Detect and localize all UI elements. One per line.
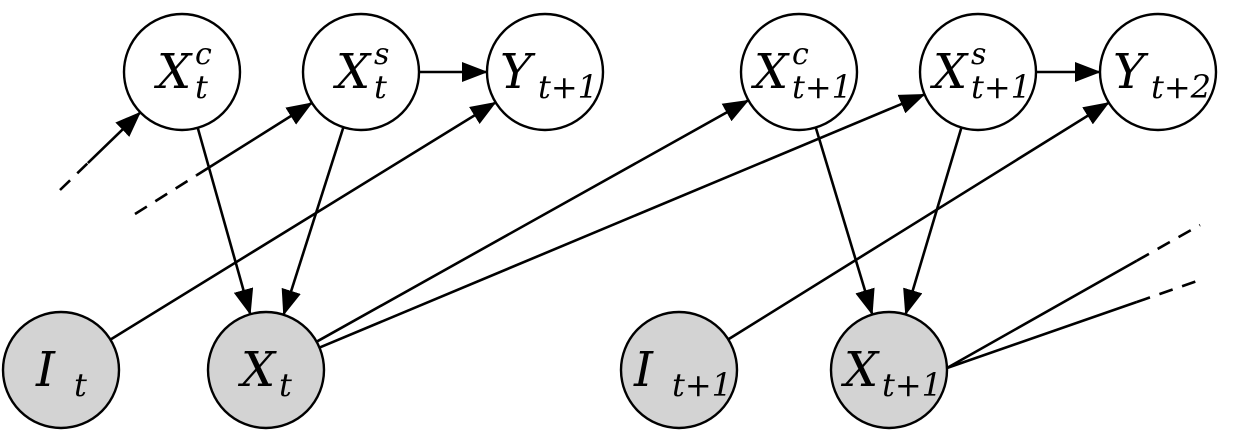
edge-x_t-to-xc_t1 (315, 99, 750, 343)
edge-xs_t1-to-x_t1 (903, 127, 963, 316)
node-circle (1, 310, 121, 430)
node-label-subscript: t+1 (792, 68, 852, 106)
outgoing-stub-x_t1-1 (946, 259, 1138, 370)
node-circle (485, 12, 605, 132)
node-circle (206, 310, 326, 430)
node-label-base: Y (1113, 44, 1149, 100)
edge-i_t1-to-y_t2 (727, 102, 1110, 341)
node-label-base: X (153, 44, 193, 100)
outgoing-stub-dashed-x_t1-1 (1136, 223, 1201, 262)
node-circle (829, 310, 949, 430)
edge-i_t-to-y_t1 (109, 101, 497, 341)
node-circle (301, 12, 421, 132)
node-label-superscript: s (374, 37, 389, 72)
node-circle (739, 12, 859, 132)
edge-x_t-to-xs_t1 (319, 93, 926, 349)
node-label-subscript: t+1 (672, 366, 732, 404)
incoming-stub-dashed-xc_t (59, 162, 89, 191)
node-label-subscript: t (74, 366, 87, 404)
incoming-stub-dashed-xs_t (134, 174, 198, 216)
node-label-superscript: s (971, 37, 986, 72)
edge-xc_t1-to-x_t1 (814, 127, 875, 316)
node-circle (1098, 12, 1218, 132)
outgoing-stub-dashed-x_t1-2 (1136, 278, 1201, 304)
node-label-base: X (332, 44, 372, 100)
node-label-base: X (237, 342, 277, 398)
node-label-superscript: c (195, 37, 212, 72)
edge-xs_t-to-x_t (281, 126, 345, 316)
node-label-subscript: t+1 (971, 68, 1031, 106)
incoming-stub-xc_t (86, 111, 142, 164)
node-circle (619, 310, 739, 430)
node-label-subscript: t+1 (882, 366, 942, 404)
outgoing-stub-x_t1-2 (946, 300, 1138, 370)
node-label-superscript: c (792, 37, 809, 72)
node-label-base: I (35, 342, 56, 398)
edges-layer (59, 62, 1201, 370)
node-label-subscript: t+2 (1151, 68, 1211, 106)
node-circle (918, 12, 1038, 132)
incoming-stub-xs_t (195, 102, 313, 177)
node-label-base: Y (500, 44, 536, 100)
node-circle (122, 12, 242, 132)
node-label-subscript: t (374, 68, 387, 106)
node-label-base: I (633, 342, 654, 398)
edge-xc_t-to-x_t (196, 127, 254, 316)
node-label-subscript: t (195, 68, 208, 106)
node-label-base: X (750, 44, 790, 100)
node-label-base: X (929, 44, 969, 100)
node-label-base: X (840, 342, 880, 398)
node-label-subscript: t+1 (538, 68, 598, 106)
node-label-subscript: t (279, 366, 292, 404)
